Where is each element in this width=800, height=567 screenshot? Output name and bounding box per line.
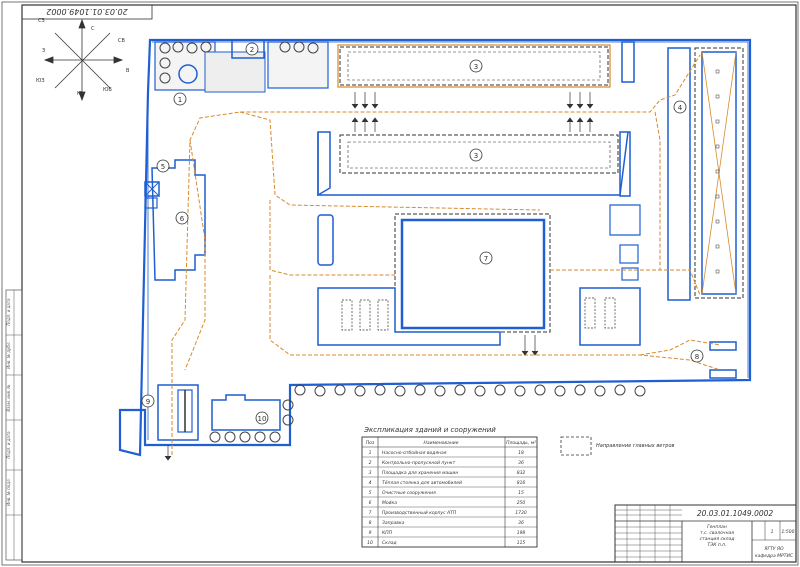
- stamp-3: Взам. инв. №: [6, 384, 11, 411]
- building-markers: 1 2 3 3 4 5 6 7 8 9 10: [141, 42, 704, 425]
- legend-row-area: 816: [517, 480, 526, 486]
- svg-text:2: 2: [250, 46, 254, 54]
- title-line-1: Генплан: [707, 524, 727, 530]
- scale-value: 1:500: [782, 529, 795, 535]
- svg-text:Поз: Поз: [366, 440, 375, 446]
- legend-row-area: 18: [518, 450, 524, 456]
- title-block: [614, 504, 797, 563]
- building-9: [157, 384, 199, 441]
- svg-text:9: 9: [146, 398, 150, 406]
- legend-row-number: 5: [369, 490, 372, 496]
- legend-row-number: 4: [369, 480, 372, 486]
- drawing-code: 20.03.01.1049.0002: [697, 509, 774, 518]
- legend-row-area: 36: [518, 520, 524, 526]
- legend-row-area: 15: [518, 490, 524, 496]
- sheet-number: 1: [771, 529, 774, 535]
- svg-text:Наименование: Наименование: [424, 440, 459, 446]
- legend-row-number: 1: [369, 450, 372, 456]
- legend-row-name: Заправка: [382, 520, 405, 526]
- svg-text:ЮЗ: ЮЗ: [36, 78, 45, 84]
- legend-row-number: 10: [367, 540, 373, 546]
- svg-text:7: 7: [484, 255, 488, 263]
- building-4: [694, 47, 744, 299]
- legend-row-area: 36: [518, 460, 524, 466]
- svg-text:4: 4: [678, 104, 683, 112]
- landscaping-zones: [154, 41, 329, 93]
- rotated-code: 20.03.01.1049.0002: [46, 7, 127, 16]
- side-stamp: Подп. и дата Инв. № дубл. Взам. инв. № П…: [5, 289, 23, 561]
- building-2: [231, 39, 265, 59]
- inner-frame: [21, 4, 797, 563]
- svg-text:1: 1: [178, 96, 182, 104]
- truck-spots: [341, 297, 616, 331]
- legend-title: Экспликация зданий и сооружений: [363, 426, 496, 434]
- svg-text:СЗ: СЗ: [38, 18, 45, 24]
- title-line-3: станция склад: [700, 537, 735, 542]
- legend-row-name: Очистные сооружения: [382, 490, 436, 496]
- legend-row-number: 3: [369, 470, 372, 476]
- legend-table: Экспликация зданий и сооружений Поз Наим…: [361, 426, 538, 548]
- stamp-2: Инв. № дубл.: [6, 341, 11, 368]
- svg-text:6: 6: [180, 215, 185, 223]
- org-line-2: кафедра МРТИС: [755, 553, 794, 559]
- tank: [178, 64, 198, 84]
- legend-row-number: 7: [369, 510, 372, 516]
- site-boundary: [118, 38, 752, 457]
- legend-row-area: 832: [517, 470, 526, 476]
- building-10: [211, 394, 281, 431]
- trees-top: [159, 41, 319, 84]
- legend-row-area: 115: [517, 540, 526, 546]
- title-line-2: т.с. свалочная: [700, 531, 734, 536]
- legend-row-number: 6: [369, 500, 372, 506]
- stamp-5: Инв. № подл.: [6, 478, 11, 506]
- legend-row-area: 250: [517, 500, 526, 506]
- svg-text:10: 10: [258, 415, 267, 423]
- legend-row-number: 9: [369, 530, 372, 536]
- legend-row-name: Мойка: [382, 500, 397, 506]
- trees-bottom: [209, 384, 646, 443]
- svg-text:Площадь, м²: Площадь, м²: [506, 440, 536, 446]
- parking-3-bottom: [317, 131, 331, 197]
- legend-row-number: 8: [369, 520, 372, 526]
- building-8: [709, 341, 737, 379]
- building-5: [144, 181, 160, 197]
- svg-text:Ю: Ю: [77, 91, 83, 97]
- svg-text:З: З: [42, 48, 45, 54]
- svg-text:С: С: [91, 26, 95, 32]
- note-text: Направление главных ветров: [596, 443, 675, 449]
- svg-text:ЮВ: ЮВ: [103, 87, 112, 93]
- legend-row-name: Контрольно-пропускной пункт: [382, 460, 456, 466]
- svg-text:СВ: СВ: [118, 38, 125, 44]
- flow-arrows: [164, 92, 594, 461]
- stamp-4: Подп. и дата: [6, 431, 11, 459]
- building-7-outline: [394, 213, 551, 333]
- legend-row-name: Насосно-отбойная водяная: [382, 450, 447, 456]
- building-4-columns: [715, 69, 720, 274]
- legend-row-area: 1730: [515, 510, 527, 516]
- org-line-1: ЯГТУ ЯО: [763, 546, 784, 552]
- svg-text:В: В: [126, 68, 130, 74]
- svg-text:8: 8: [695, 353, 699, 361]
- legend-row-name: КПП: [382, 530, 393, 536]
- rotated-code-box: [21, 4, 153, 20]
- legend-row-area: 198: [517, 530, 526, 536]
- stamp-1: Подп. и дата: [6, 298, 11, 326]
- legend-row-number: 2: [369, 460, 372, 466]
- legend-row-name: Склад: [382, 540, 397, 546]
- wind-rose: [43, 18, 124, 102]
- title-line-4: ТЭК п.п.: [707, 542, 726, 548]
- legend-row-name: Производственный корпус АТП: [382, 510, 457, 516]
- note-symbol: [560, 436, 592, 456]
- svg-text:3: 3: [474, 152, 478, 160]
- svg-text:3: 3: [474, 63, 478, 71]
- building-7: [400, 218, 546, 330]
- legend-rows: 1 Насосно-отбойная водяная 18 2 Контрольно-п…: [362, 450, 537, 546]
- compass-labels: С СВ В ЮВ Ю ЮЗ З СЗ: [36, 18, 130, 97]
- legend-row-name: Площадка для хранения машин: [382, 470, 458, 476]
- legend-row-name: Тёплая стоянка для автомобилей: [382, 480, 462, 486]
- parking-3-top: [339, 46, 609, 86]
- svg-text:5: 5: [161, 163, 165, 171]
